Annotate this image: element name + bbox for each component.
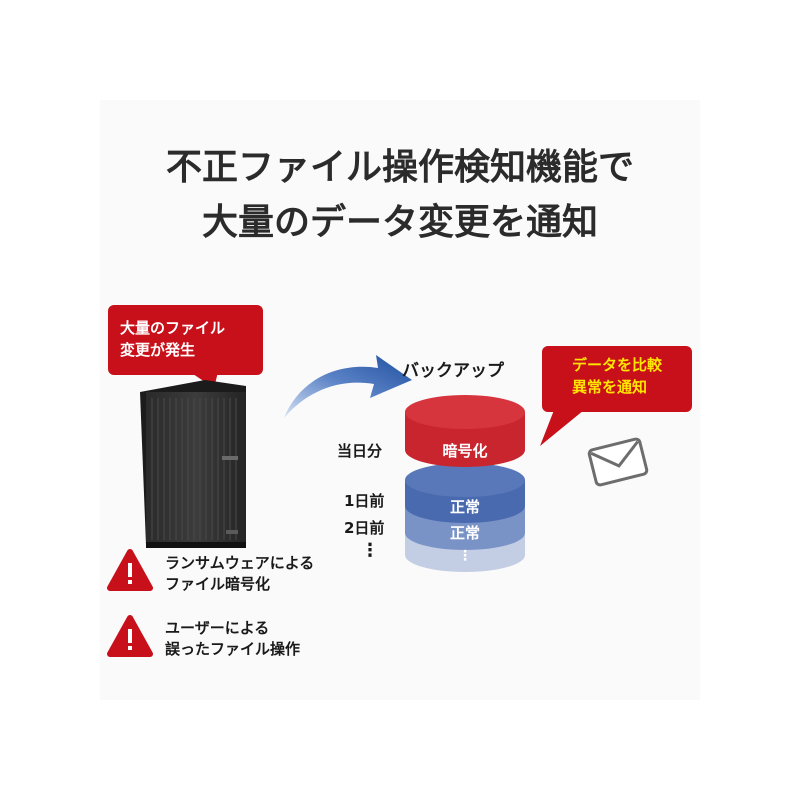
right-bubble-text: データを比較 異常を通知 — [572, 354, 662, 398]
warning-1-line-1: ランサムウェアによる — [165, 554, 315, 572]
layer-label-more: ⋮ — [458, 548, 472, 564]
row-label-day2: 2日前 — [344, 519, 385, 537]
left-bubble-line-2: 変更が発生 — [120, 341, 196, 359]
headline-line-2: 大量のデータ変更を通知 — [201, 202, 598, 243]
backup-arrow — [284, 355, 412, 418]
warning-1-line-2: ファイル暗号化 — [165, 575, 271, 593]
row-label-dots: ⋮ — [361, 540, 379, 561]
row-label-today: 当日分 — [337, 442, 383, 460]
right-bubble-line-2: 異常を通知 — [572, 378, 648, 396]
layer-label-normal-1: 正常 — [449, 498, 480, 516]
left-bubble-text: 大量のファイル 変更が発生 — [120, 317, 225, 361]
layer-label-normal-2: 正常 — [449, 524, 480, 542]
layer-label-encrypted: 暗号化 — [442, 442, 488, 460]
warning-text-user-error: ユーザーによる 誤ったファイル操作 — [165, 618, 300, 660]
warning-text-ransomware: ランサムウェアによる ファイル暗号化 — [165, 553, 314, 595]
right-bubble-line-1: データを比較 — [572, 356, 663, 374]
right-speech-bubble — [540, 346, 692, 446]
warning-2-line-1: ユーザーによる — [165, 619, 270, 637]
backup-label: バックアップ — [402, 361, 504, 381]
row-label-day1: 1日前 — [344, 492, 385, 510]
envelope-icon — [587, 437, 649, 487]
warning-2-line-2: 誤ったファイル操作 — [165, 640, 301, 658]
left-bubble-line-1: 大量のファイル — [120, 319, 226, 337]
backup-stack — [405, 395, 525, 572]
warning-icon — [107, 615, 153, 657]
nas-device-image — [140, 380, 246, 548]
warning-icon — [107, 549, 153, 591]
headline-line-1: 不正ファイル操作検知機能で — [165, 147, 634, 188]
